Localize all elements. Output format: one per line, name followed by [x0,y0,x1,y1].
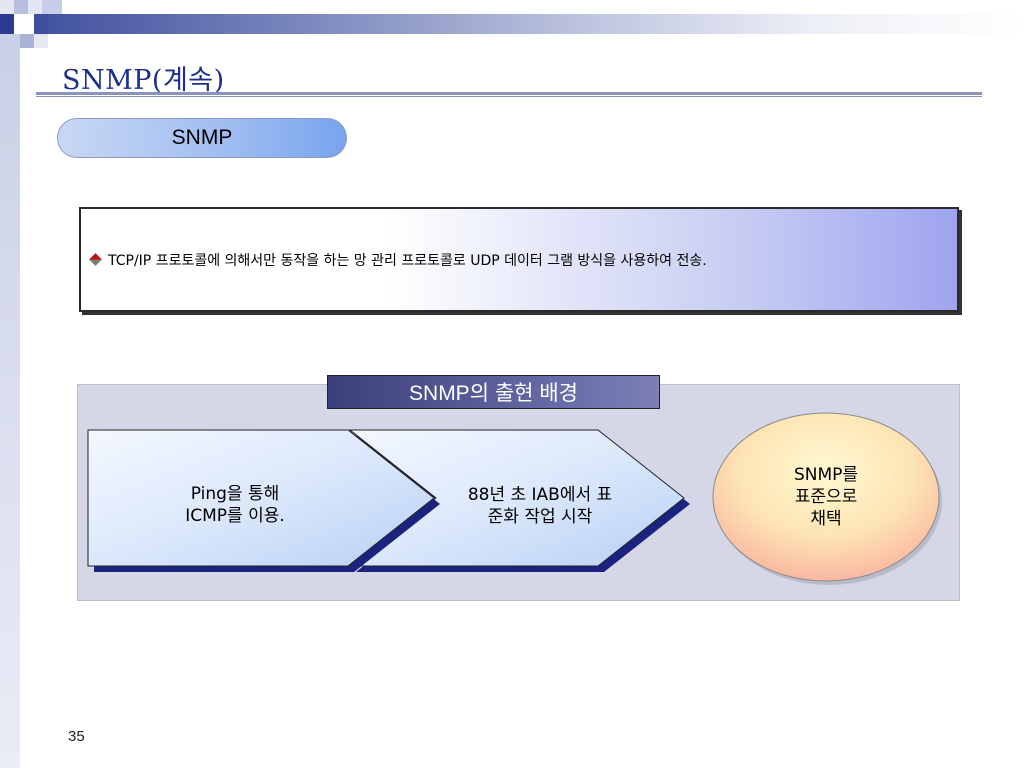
result-line2: 표준으로 [794,487,858,507]
step2-line1: 88년 초 IAB에서 표 [467,485,613,505]
page-number: 35 [68,728,85,745]
step2-text: 88년 초 IAB에서 표 준화 작업 시작 [440,484,640,528]
result-oval [712,412,940,582]
snmp-pill-label: SNMP [57,118,347,158]
step1-line2: ICMP를 이용. [185,506,285,526]
slide-title: SNMP(계속) [62,65,225,96]
title-underline-thin [36,96,982,97]
corner-square [28,0,42,14]
result-line1: SNMP를 [793,465,859,485]
corner-square [20,34,34,48]
step2-line2: 준화 작업 시작 [487,507,593,527]
section-header: SNMP의 출현 배경 [327,375,660,409]
pill-text: SNMP [171,126,233,149]
corner-square [14,14,34,34]
corner-square [34,14,48,34]
corner-square [42,0,62,14]
corner-square [34,34,48,48]
section-header-text: SNMP의 출현 배경 [409,382,578,405]
description-box: TCP/IP 프로토콜에 의해서만 동작을 하는 망 관리 프로토콜로 UDP … [79,207,959,312]
result-line3: 채택 [810,509,842,529]
description-text: TCP/IP 프로토콜에 의해서만 동작을 하는 망 관리 프로토콜로 UDP … [108,252,707,269]
step1-text: Ping을 통해 ICMP를 이용. [150,483,320,527]
corner-square [14,0,28,14]
left-decor-strip [0,34,20,768]
result-text: SNMP를 표준으로 채택 [756,464,896,530]
header-gradient-band [0,14,1024,34]
step2-arrow [348,429,685,567]
corner-square [0,14,14,34]
title-underline [36,92,982,95]
step1-arrow [87,429,435,567]
corner-square [0,0,14,14]
step1-line1: Ping을 통해 [190,484,280,504]
